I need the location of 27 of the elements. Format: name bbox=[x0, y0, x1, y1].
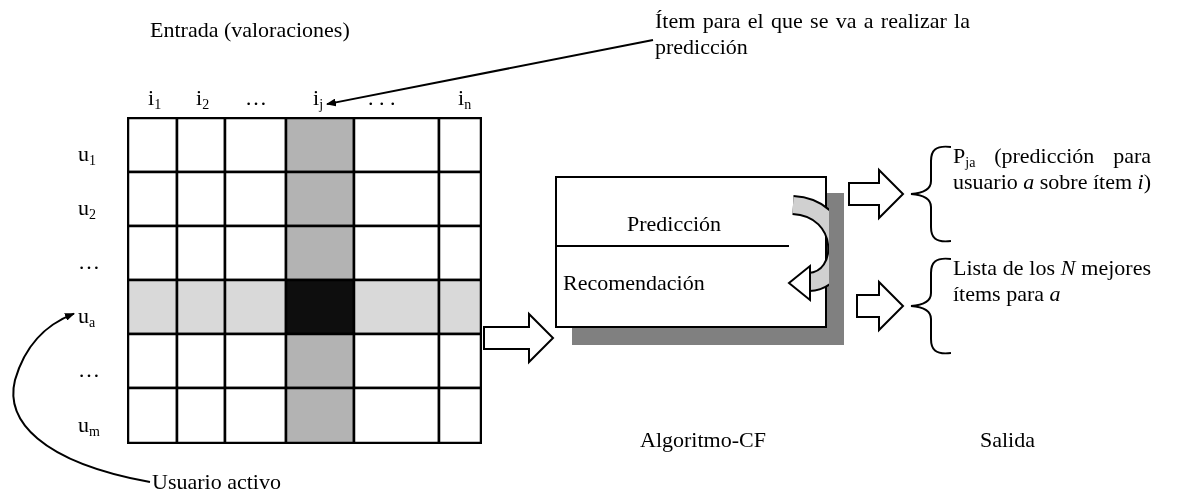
column-label: i$_{2}$ bbox=[196, 86, 210, 111]
row-label: u$_{a}$ bbox=[78, 304, 96, 329]
column-label: i$_{j}$ bbox=[313, 86, 323, 111]
annotation-text: Ítem para el que se va a realizar la predicción bbox=[655, 8, 970, 61]
column-label: … bbox=[245, 86, 267, 111]
box-heading: Predicción bbox=[627, 212, 722, 237]
row-label: u$_{1}$ bbox=[78, 142, 96, 167]
column-label: . . . bbox=[368, 86, 396, 111]
box-heading: Recomendación bbox=[563, 271, 705, 296]
row-label: u$_{m}$ bbox=[78, 413, 100, 438]
output-text: Lista de los N mejores ítems para a bbox=[953, 255, 1151, 308]
block-arrow bbox=[483, 311, 555, 365]
row-label: … bbox=[78, 250, 100, 275]
block-arrow bbox=[848, 167, 905, 221]
caption: Salida bbox=[980, 428, 1035, 453]
column-label: i$_{n}$ bbox=[458, 86, 472, 111]
annotation-text: Usuario activo bbox=[152, 470, 281, 495]
column-label: i$_{1}$ bbox=[148, 86, 162, 111]
caption: Entrada (valoraciones) bbox=[150, 18, 350, 43]
output-text: P$_{ja}$ (predicción para usuario a sobre ítem i) bbox=[953, 143, 1151, 196]
caption: Algoritmo-CF bbox=[640, 428, 766, 453]
row-label: … bbox=[78, 358, 100, 383]
leader-line bbox=[326, 39, 654, 107]
block-arrow bbox=[856, 279, 905, 333]
row-label: u$_{2}$ bbox=[78, 196, 96, 221]
process-box bbox=[555, 176, 827, 328]
leader-line bbox=[12, 312, 151, 484]
